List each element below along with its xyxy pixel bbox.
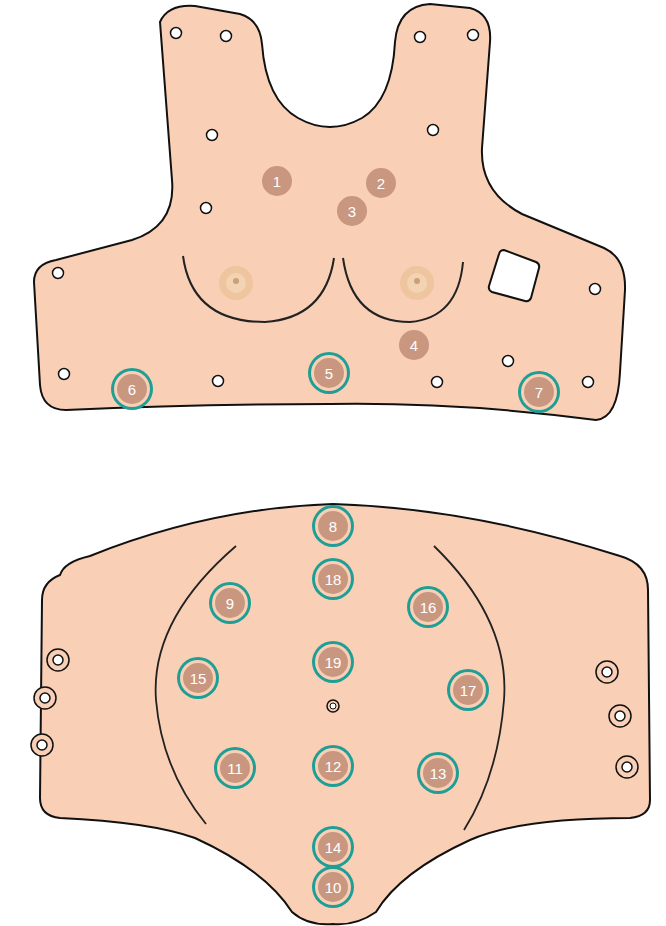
snap-hole <box>31 649 638 778</box>
callout-number: 13 <box>430 766 447 781</box>
callout-number: 16 <box>420 600 437 615</box>
breast-outline <box>183 256 334 322</box>
callout-number: 7 <box>535 385 543 400</box>
callout-number: 10 <box>325 880 342 895</box>
callout-circle: 12 <box>318 751 348 781</box>
callout-number: 12 <box>325 759 342 774</box>
nipple <box>400 266 434 300</box>
callout-number: 17 <box>460 683 477 698</box>
nipple <box>219 266 253 300</box>
callout-circle: 16 <box>413 592 443 622</box>
callout-circle: 8 <box>318 511 348 541</box>
breast-outline <box>343 258 463 322</box>
callout-circle: 14 <box>318 832 348 862</box>
body-contour <box>156 546 236 824</box>
callout-number: 4 <box>410 338 418 353</box>
square-cutout <box>489 250 539 301</box>
callout-circle: 9 <box>215 588 245 618</box>
mounting-hole <box>53 28 601 388</box>
callout-number: 3 <box>348 204 356 219</box>
callout-number: 19 <box>325 655 342 670</box>
callout-number: 11 <box>227 761 243 776</box>
callout-number: 18 <box>325 572 342 587</box>
callout-number: 8 <box>329 519 337 534</box>
callout-circle: 4 <box>399 330 429 360</box>
callout-circle: 3 <box>337 196 367 226</box>
callout-circle: 11 <box>220 753 250 783</box>
center-hole <box>327 700 339 712</box>
body-contour <box>434 546 504 830</box>
callout-circle: 1 <box>262 166 292 196</box>
callout-circle: 15 <box>183 663 213 693</box>
callout-circle: 5 <box>314 358 344 388</box>
callout-circle: 2 <box>366 168 396 198</box>
callout-circle: 6 <box>117 374 147 404</box>
callout-number: 1 <box>273 174 281 189</box>
callout-number: 14 <box>325 840 342 855</box>
callout-number: 6 <box>128 382 136 397</box>
callout-number: 15 <box>190 671 207 686</box>
callout-number: 9 <box>226 596 234 611</box>
callout-circle: 17 <box>453 675 483 705</box>
callout-circle: 13 <box>423 758 453 788</box>
chest-skin <box>34 4 625 420</box>
callout-number: 5 <box>325 366 333 381</box>
callout-number: 2 <box>377 176 385 191</box>
callout-circle: 7 <box>524 377 554 407</box>
callout-circle: 18 <box>318 564 348 594</box>
callout-circle: 19 <box>318 647 348 677</box>
callout-circle: 10 <box>318 872 348 902</box>
lower-skin <box>40 504 650 924</box>
